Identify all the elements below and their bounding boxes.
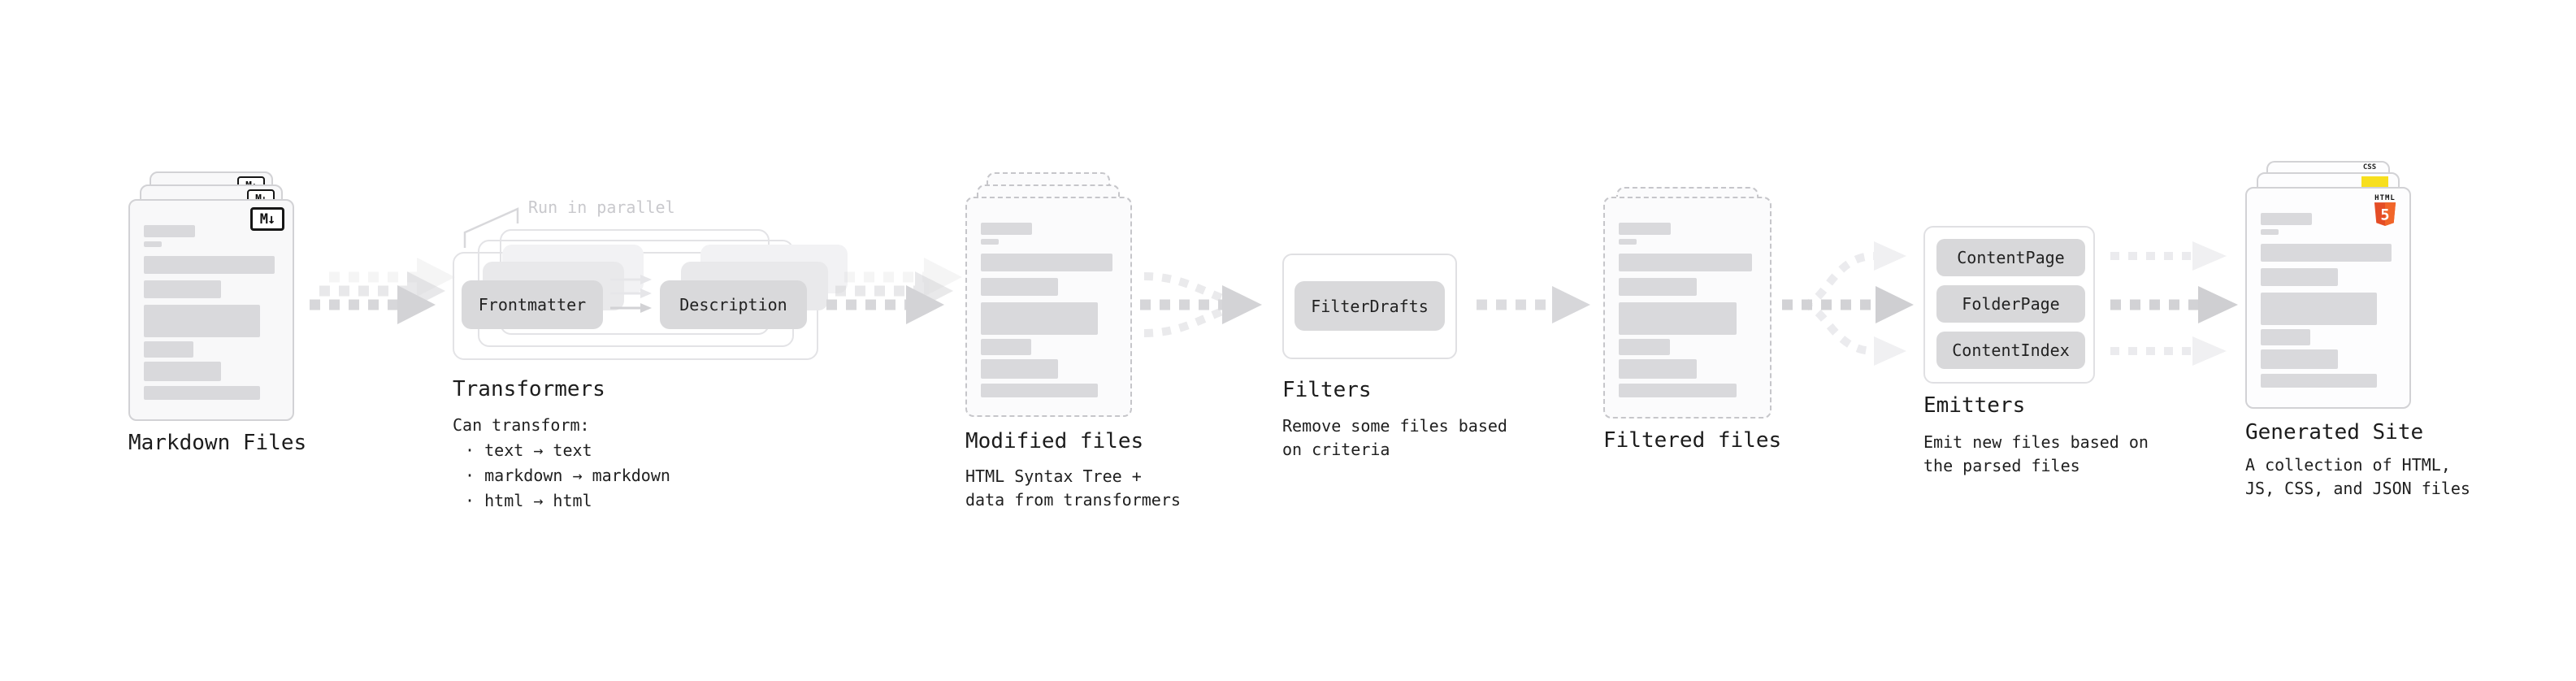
- doc-bar: [981, 359, 1059, 379]
- doc-bar: [144, 362, 221, 381]
- doc-bar: [1619, 359, 1698, 379]
- arrow-filters-to-filtered: [1477, 286, 1590, 323]
- site-file-card-html: HTML 5: [2245, 187, 2411, 409]
- frontmatter-transformer: Frontmatter: [462, 280, 603, 329]
- doc-bar: [2261, 329, 2311, 345]
- doc-bar: [1619, 254, 1752, 271]
- svg-text:5: 5: [2380, 207, 2389, 224]
- markdown-files-stack: M↓ M↓ M↓: [128, 161, 294, 429]
- doc-bar: [144, 305, 260, 337]
- markdown-icon: M↓: [250, 207, 284, 231]
- doc-bar: [981, 302, 1098, 335]
- doc-bar: [144, 241, 162, 247]
- transformers-bullets: · text → text · markdown → markdown · ht…: [455, 440, 670, 510]
- emitters-panel: ContentPage FolderPage ContentIndex: [1923, 226, 2095, 384]
- doc-bar: [1619, 223, 1672, 235]
- doc-bar: [981, 239, 999, 245]
- doc-bar: [2261, 374, 2377, 388]
- modified-files-title: Modified files: [965, 429, 1144, 453]
- filters-caption: Remove some files based on criteria: [1282, 416, 1507, 459]
- arrow-transformers-to-modified: [826, 258, 962, 324]
- markdown-files-title: Markdown Files: [128, 431, 307, 455]
- filtered-files-stack: [1603, 158, 1772, 427]
- doc-bar: [2261, 229, 2279, 235]
- filtered-files-title: Filtered files: [1603, 428, 1782, 453]
- arrow-markdown-to-transformers: [310, 258, 455, 324]
- filters-title: Filters: [1282, 378, 1372, 402]
- doc-bar: [2261, 293, 2377, 325]
- doc-bar: [2261, 244, 2392, 262]
- arrow-filtered-to-emitters: [1782, 241, 1914, 366]
- parallel-arrows-icon: [610, 275, 652, 313]
- doc-bar: [981, 339, 1031, 355]
- modified-files-caption: HTML Syntax Tree + data from transformer…: [965, 466, 1181, 510]
- doc-bar: [1619, 339, 1670, 355]
- doc-bar: [144, 280, 221, 298]
- doc-bar: [1619, 239, 1637, 245]
- html5-icon: HTML 5: [2370, 194, 2400, 228]
- doc-bar: [1619, 384, 1737, 397]
- contentpage-emitter: ContentPage: [1936, 239, 2085, 276]
- doc-bar: [981, 384, 1098, 397]
- run-in-parallel-callout-line: [463, 207, 519, 248]
- doc-bar: [2261, 349, 2338, 369]
- doc-bar: [1619, 302, 1737, 335]
- contentindex-emitter: ContentIndex: [1936, 332, 2085, 369]
- doc-bar: [2261, 268, 2338, 286]
- arrow-emitters-to-site: [2110, 241, 2238, 366]
- doc-bar: [1619, 278, 1698, 296]
- doc-bar: [981, 223, 1033, 235]
- doc-bar: [144, 386, 260, 400]
- doc-bar: [144, 225, 196, 237]
- generated-site-title: Generated Site: [2245, 420, 2424, 445]
- folderpage-emitter: FolderPage: [1936, 285, 2085, 323]
- filtered-file-card-front: [1603, 197, 1772, 419]
- modified-files-stack: [965, 158, 1132, 427]
- js-icon: [2361, 176, 2388, 188]
- generated-site-caption: A collection of HTML, JS, CSS, and JSON …: [2245, 455, 2470, 498]
- doc-bar: [2261, 213, 2313, 225]
- transformers-caption-heading: Can transform:: [453, 415, 590, 435]
- markdown-file-card-front: M↓: [128, 199, 294, 421]
- generated-site-stack: CSS HTML 5: [2245, 149, 2411, 417]
- doc-bar: [144, 341, 194, 358]
- transformers-title: Transformers: [453, 377, 605, 401]
- doc-bar: [981, 278, 1059, 296]
- doc-bar: [144, 256, 275, 274]
- run-in-parallel-label: Run in parallel: [528, 197, 675, 217]
- modified-file-card-front: [965, 197, 1132, 417]
- filterdrafts-filter: FilterDrafts: [1295, 281, 1445, 331]
- doc-bar: [981, 254, 1112, 271]
- emitters-caption: Emit new files based on the parsed files: [1923, 432, 2149, 475]
- description-transformer: Description: [660, 280, 807, 329]
- arrow-modified-to-filters: [1140, 272, 1262, 337]
- emitters-title: Emitters: [1923, 393, 2026, 418]
